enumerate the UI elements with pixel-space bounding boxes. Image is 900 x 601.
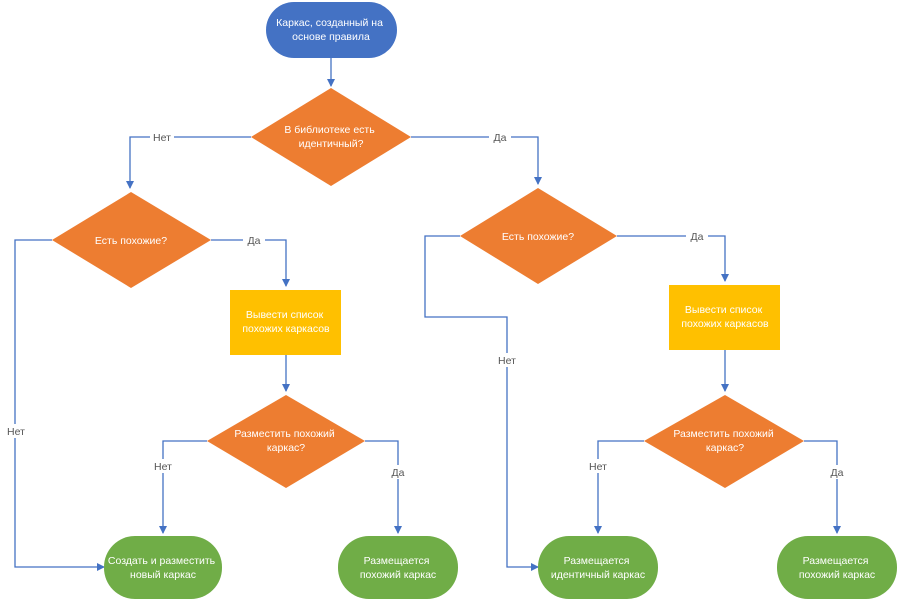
edge-identical-no	[126, 136, 251, 189]
edge-labels: Нет Да Да Нет Да Нет Нет Да Нет Да	[4, 130, 848, 479]
edge-similar-left-yes	[211, 239, 290, 287]
decision-place-left-label: Разместить похожий каркас?	[234, 428, 337, 454]
edge-place-right-no	[594, 440, 644, 534]
edge-label-yes-similar-right: Да	[691, 231, 704, 243]
connectors	[14, 58, 841, 571]
edge-similar-right-no	[424, 235, 539, 571]
terminal-similar-left	[338, 536, 458, 599]
edge-label-yes-place-right: Да	[831, 467, 844, 479]
edge-label-yes-place-left: Да	[392, 467, 405, 479]
decision-place-right-label: Разместить похожий каркас?	[673, 428, 776, 454]
decision-similar-left	[52, 192, 211, 288]
terminal-create-new-label: Создать и разместить новый каркас	[108, 555, 218, 581]
terminal-similar-right-label: Размещается похожий каркас	[799, 555, 875, 581]
nodes: Каркас, созданный на основе правила В би…	[52, 2, 897, 599]
process-list-left-label: Вывести список похожих каркасов	[242, 309, 330, 335]
decision-identical-label: В библиотеке есть идентичный?	[284, 124, 377, 150]
edge-label-yes-similar-left: Да	[248, 235, 261, 247]
edge-label-no-identical: Нет	[153, 132, 171, 144]
start-node	[266, 2, 397, 58]
edge-label-no-place-right: Нет	[589, 461, 607, 473]
edge-place-right-yes	[804, 440, 841, 534]
start-node-label: Каркас, созданный на основе правила	[276, 17, 386, 43]
terminal-similar-left-label: Размещается похожий каркас	[360, 555, 436, 581]
edge-label-no-place-left: Нет	[154, 461, 172, 473]
process-list-left	[230, 290, 341, 355]
edge-identical-yes	[411, 136, 542, 185]
edge-similar-right-yes	[617, 235, 729, 282]
edge-similar-left-no	[14, 239, 105, 571]
edge-place-left-yes	[365, 440, 402, 534]
decision-similar-left-label: Есть похожие?	[95, 235, 167, 247]
process-list-right	[669, 285, 780, 350]
terminal-identical-label: Размещается идентичный каркас	[551, 555, 645, 581]
decision-place-right	[644, 395, 804, 488]
terminal-create-new	[104, 536, 222, 599]
decision-place-left	[207, 395, 365, 488]
terminal-identical	[538, 536, 658, 599]
edge-label-no-similar-right: Нет	[498, 355, 516, 367]
edge-place-left-no	[159, 440, 207, 534]
edge-label-yes-identical: Да	[494, 132, 507, 144]
terminal-similar-right	[777, 536, 897, 599]
decision-similar-right	[460, 188, 617, 284]
decision-identical	[251, 88, 411, 186]
edge-label-no-similar-left: Нет	[7, 426, 25, 438]
decision-similar-right-label: Есть похожие?	[502, 231, 574, 243]
process-list-right-label: Вывести список похожих каркасов	[681, 304, 769, 330]
